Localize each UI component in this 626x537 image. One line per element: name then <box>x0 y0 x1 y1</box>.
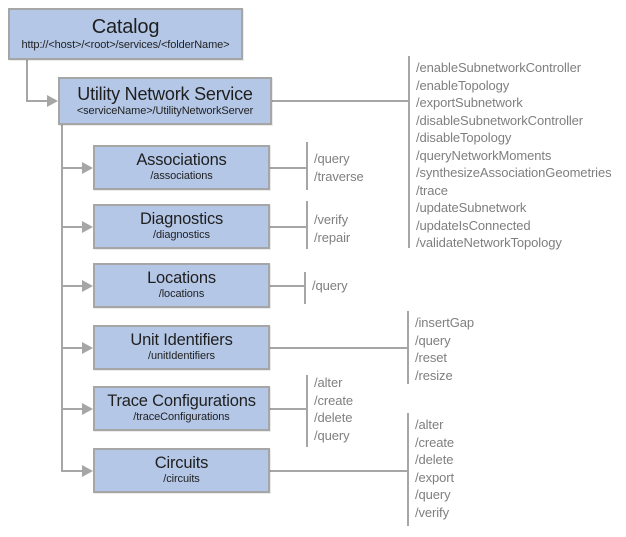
node-path: http://<host>/<root>/services/<folderNam… <box>21 38 230 51</box>
node-path: /locations <box>158 288 205 301</box>
arrowhead-icon <box>82 341 93 354</box>
operation-label: /validateNetworkTopology <box>416 235 562 250</box>
ops-list-trace-configurations: /alter/create/delete/query <box>314 374 353 444</box>
operation-label: /alter <box>415 417 444 432</box>
operation-label: /query <box>314 427 350 443</box>
node-diagnostics: Diagnostics /diagnostics <box>93 204 270 249</box>
operation-label: /insertGap <box>415 315 474 330</box>
node-utility-network-service: Utility Network Service <serviceName>/Ut… <box>58 77 272 125</box>
connector-line <box>61 469 83 472</box>
node-title: Associations <box>136 151 227 170</box>
node-path: /diagnostics <box>153 229 210 242</box>
operation-label: /traverse <box>314 168 364 184</box>
operation-label: /verify <box>415 504 449 520</box>
operation-label: /updateSubnetwork <box>416 200 527 215</box>
ops-list-locations: /query <box>312 277 348 295</box>
node-catalog: Catalog http://<host>/<root>/services/<f… <box>8 8 243 60</box>
node-title: Circuits <box>154 454 209 473</box>
node-path: /unitIdentifiers <box>148 350 215 363</box>
operation-label: /query <box>415 487 451 502</box>
operation-label: /trace <box>416 182 448 198</box>
connector-line <box>61 284 83 287</box>
connector-line <box>61 346 83 349</box>
operation-label: /delete <box>415 452 454 467</box>
operation-label: /enableSubnetworkController <box>416 60 581 75</box>
operation-label: /queryNetworkMoments <box>416 147 552 163</box>
arrowhead-icon <box>82 464 93 477</box>
operation-label: /delete <box>314 410 353 425</box>
connector-line <box>270 407 306 410</box>
operation-label: /synthesizeAssociationGeometries <box>416 165 612 180</box>
operation-label: /disableSubnetworkController <box>416 112 584 128</box>
connector-line <box>272 100 408 102</box>
operation-label: /reset <box>415 350 447 365</box>
operation-label: /updateIsConnected <box>416 217 531 233</box>
ops-list-associations: /query/traverse <box>314 150 364 185</box>
node-title: Locations <box>147 269 216 288</box>
connector-line <box>270 346 407 349</box>
operation-label: /export <box>415 469 455 485</box>
operation-label: /query <box>314 151 350 166</box>
node-path: /traceConfigurations <box>133 411 230 424</box>
operation-label: /enableTopology <box>416 77 510 93</box>
connector-line <box>270 225 306 228</box>
arrowhead-icon <box>47 95 58 107</box>
arrowhead-icon <box>82 220 93 233</box>
node-associations: Associations /associations <box>93 145 270 190</box>
operation-label: /query <box>312 278 348 293</box>
ops-bracket-line <box>408 56 410 248</box>
operation-label: /exportSubnetwork <box>416 95 523 110</box>
ops-bracket-line <box>304 272 306 304</box>
connector-line <box>270 469 407 472</box>
connector-line <box>26 60 28 102</box>
connector-line <box>61 407 83 410</box>
arrowhead-icon <box>82 402 93 415</box>
ops-bracket-line <box>407 311 409 384</box>
node-title: Unit Identifiers <box>130 331 233 350</box>
operation-label: /verify <box>314 212 348 227</box>
node-path: /associations <box>150 170 213 183</box>
operation-label: /create <box>415 434 455 450</box>
connector-line <box>61 225 83 228</box>
node-path: <serviceName>/UtilityNetworkServer <box>76 104 254 117</box>
ops-list-utility-network-service: /enableSubnetworkController/enableTopolo… <box>416 59 612 252</box>
connector-line <box>270 166 306 169</box>
node-locations: Locations /locations <box>93 263 270 308</box>
node-title: Utility Network Service <box>77 83 253 104</box>
ops-list-circuits: /alter/create/delete/export/query/verify <box>415 416 454 521</box>
connector-line <box>270 284 304 287</box>
ops-bracket-line <box>306 375 308 447</box>
ops-list-diagnostics: /verify/repair <box>314 211 350 246</box>
operation-label: /disableTopology <box>416 130 512 145</box>
node-title: Catalog <box>91 15 160 38</box>
node-title: Diagnostics <box>139 210 224 229</box>
connector-line <box>61 125 63 471</box>
node-unit-identifiers: Unit Identifiers /unitIdentifiers <box>93 325 270 370</box>
node-path: /circuits <box>163 473 200 486</box>
operation-label: /resize <box>415 367 453 383</box>
ops-bracket-line <box>407 413 409 526</box>
operation-label: /repair <box>314 229 351 245</box>
node-title: Trace Configurations <box>107 392 256 411</box>
arrowhead-icon <box>82 279 93 292</box>
node-trace-configurations: Trace Configurations /traceConfiguration… <box>93 386 270 431</box>
node-circuits: Circuits /circuits <box>93 448 270 493</box>
operation-label: /query <box>415 332 451 348</box>
arrowhead-icon <box>82 161 93 174</box>
ops-list-unit-identifiers: /insertGap/query/reset/resize <box>415 314 474 384</box>
ops-bracket-line <box>306 201 308 249</box>
operation-label: /alter <box>314 375 343 390</box>
connector-line <box>61 166 83 169</box>
ops-bracket-line <box>306 142 308 190</box>
connector-line <box>26 100 48 102</box>
operation-label: /create <box>314 392 354 408</box>
